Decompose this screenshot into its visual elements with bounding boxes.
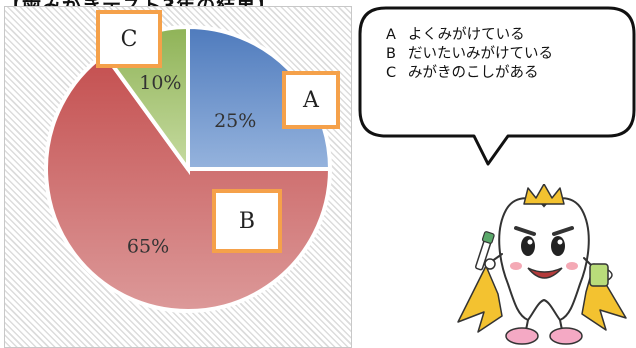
legend: A よくみがけている B だいたいみがけている C みがきのこしがある bbox=[386, 26, 553, 83]
legend-item-c: C みがきのこしがある bbox=[386, 64, 553, 83]
slice-label-b: B bbox=[212, 189, 282, 253]
speech-bubble bbox=[358, 6, 636, 166]
data-label-a: 25% bbox=[214, 110, 256, 132]
tooth-mascot-icon bbox=[457, 184, 627, 345]
legend-text-c: みがきのこしがある bbox=[408, 65, 539, 81]
slice-label-c: C bbox=[96, 10, 162, 68]
data-label-b: 65% bbox=[127, 235, 169, 257]
legend-key-c: C bbox=[386, 65, 397, 81]
pie-chart: 25% 65% 10% bbox=[44, 24, 333, 313]
legend-item-b: B だいたいみがけている bbox=[386, 45, 553, 64]
legend-text-a: よくみがけている bbox=[408, 27, 525, 43]
chart-panel: 25% 65% 10% bbox=[4, 6, 352, 348]
legend-key-a: A bbox=[386, 27, 396, 43]
legend-item-a: A よくみがけている bbox=[386, 26, 553, 45]
pie-slice-a bbox=[186, 24, 333, 171]
legend-key-b: B bbox=[386, 46, 396, 62]
legend-text-b: だいたいみがけている bbox=[408, 46, 553, 62]
data-label-c: 10% bbox=[139, 72, 181, 94]
slice-label-a: A bbox=[282, 71, 340, 129]
